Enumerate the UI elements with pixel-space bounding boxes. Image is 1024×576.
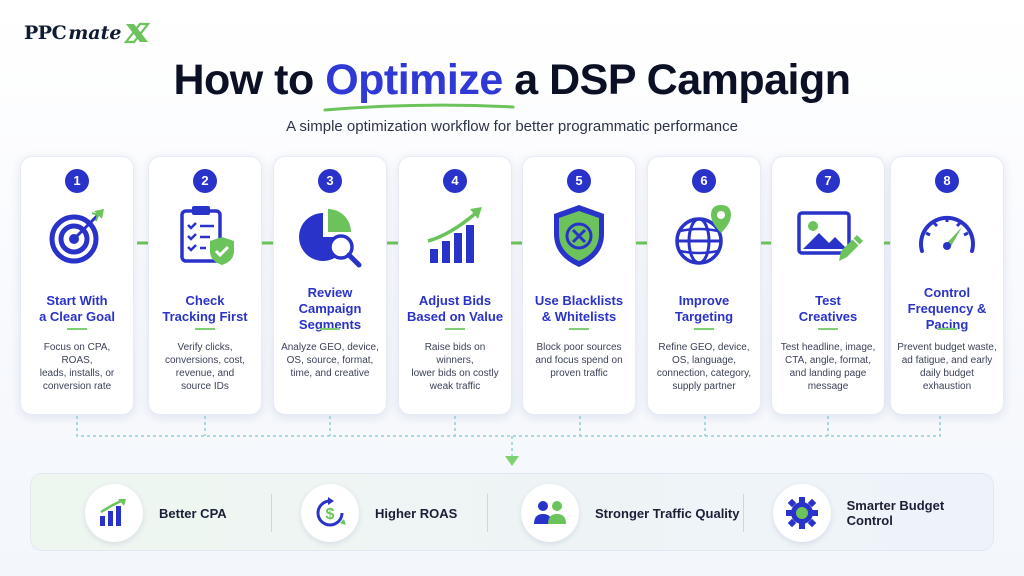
step-card-8: 8 Control Frequency & Pacing Prevent bud… <box>890 156 1004 415</box>
benefit-item-better-cpa: Better CPA <box>85 474 227 552</box>
svg-text:$: $ <box>326 506 335 523</box>
benefit-item-traffic-quality: Stronger Traffic Quality <box>521 474 739 552</box>
brand-logo: PPC mate <box>24 22 151 44</box>
logo-x-icon <box>124 22 151 44</box>
benefit-icon-circle <box>773 484 831 542</box>
step-card-6: 6 Improve Targeting Refine GEO, device, … <box>647 156 761 415</box>
step-divider <box>569 328 589 330</box>
chart-up-icon <box>100 499 126 526</box>
benefit-separator <box>487 494 488 532</box>
benefit-label: Smarter Budget Control <box>846 498 945 528</box>
shield-block-icon <box>554 205 604 267</box>
step-title: Improve Targeting <box>674 293 734 324</box>
benefit-label: Higher ROAS <box>375 505 458 521</box>
step-title: Check Tracking First <box>162 293 248 324</box>
benefit-icon-circle: $ <box>301 484 359 542</box>
step-number: 2 <box>193 169 217 193</box>
step-title: Control Frequency & Pacing <box>907 285 987 332</box>
step-divider <box>195 328 215 330</box>
pie-chart-search-icon <box>299 209 362 268</box>
title-highlight: Optimize <box>323 56 515 112</box>
step-divider <box>937 328 957 330</box>
step-number: 1 <box>65 169 89 193</box>
step-description: Refine GEO, device, OS, language, connec… <box>656 342 752 392</box>
step-divider <box>445 328 465 330</box>
step-card-1: 1 Start With a Clear Goal Focus on CPA, … <box>20 156 134 415</box>
step-card-4: 4 Adjust Bids Based on Value Raise bids … <box>398 156 512 415</box>
clipboard-check-icon <box>180 206 234 265</box>
step-divider <box>67 328 87 330</box>
title-underline <box>323 103 515 112</box>
step-description: Block poor sources and focus spend on pr… <box>535 342 623 379</box>
bar-chart-growth-icon <box>427 207 482 263</box>
gauge-icon <box>919 215 975 253</box>
step-number: 6 <box>692 169 716 193</box>
dollar-cycle-icon: $ <box>316 497 346 527</box>
benefit-item-budget-control: Smarter Budget Control <box>773 474 993 552</box>
step-description: Focus on CPA, ROAS, leads, installs, or … <box>39 342 115 392</box>
step-divider <box>694 328 714 330</box>
step-number: 5 <box>567 169 591 193</box>
benefit-label: Stronger Traffic Quality <box>595 505 740 521</box>
benefit-separator <box>271 494 272 532</box>
step-title: Adjust Bids Based on Value <box>406 293 504 324</box>
step-divider <box>320 328 340 330</box>
benefits-bar: Better CPA $ Higher ROAS Stronger Traffi… <box>30 473 994 551</box>
step-card-2: 2 Check Tracking First Verify clicks, co… <box>148 156 262 415</box>
title-suffix: a DSP Campaign <box>502 56 851 104</box>
step-number: 4 <box>443 169 467 193</box>
benefit-label: Better CPA <box>159 505 227 521</box>
step-description: Test headline, image, CTA, angle, format… <box>780 342 876 392</box>
target-icon <box>49 209 104 264</box>
step-title: Start With a Clear Goal <box>39 293 115 324</box>
step-card-3: 3 Review Campaign Segments Analyze GEO, … <box>273 156 387 415</box>
step-number: 7 <box>816 169 840 193</box>
step-description: Analyze GEO, device, OS, source, format,… <box>281 342 379 379</box>
steps-row: 1 Start With a Clear Goal Focus on CPA, … <box>20 156 1004 416</box>
logo-text-accent: mate <box>68 22 122 44</box>
step-description: Raise bids on winners, lower bids on cos… <box>411 342 499 392</box>
page-title: How to Optimize a DSP Campaign <box>0 56 1024 112</box>
image-edit-icon <box>797 211 863 261</box>
title-highlight-text: Optimize <box>325 56 503 104</box>
step-number: 8 <box>935 169 959 193</box>
step-description: Prevent budget waste, ad fatigue, and ea… <box>897 342 997 392</box>
title-prefix: How to <box>173 56 326 104</box>
step-number: 3 <box>318 169 342 193</box>
step-card-5: 5 Use Blacklists & Whitelists Block poor… <box>522 156 636 415</box>
logo-text-main: PPC <box>24 22 67 44</box>
benefit-icon-circle <box>521 484 579 542</box>
benefit-icon-circle <box>85 484 143 542</box>
benefit-separator <box>743 494 744 532</box>
step-title: Use Blacklists & Whitelists <box>534 293 624 324</box>
users-icon <box>534 501 566 524</box>
step-title: Test Creatives <box>798 293 858 324</box>
step-divider <box>818 328 838 330</box>
flow-connectors <box>76 416 941 466</box>
step-title: Review Campaign Segments <box>298 285 362 332</box>
benefit-item-higher-roas: $ Higher ROAS <box>301 474 457 552</box>
globe-pin-icon <box>675 205 731 265</box>
step-card-7: 7 Test Creatives Test headline, image, C… <box>771 156 885 415</box>
page-subtitle: A simple optimization workflow for bette… <box>286 118 738 135</box>
step-description: Verify clicks, conversions, cost, revenu… <box>164 342 246 392</box>
gear-dollar-icon <box>785 497 818 529</box>
